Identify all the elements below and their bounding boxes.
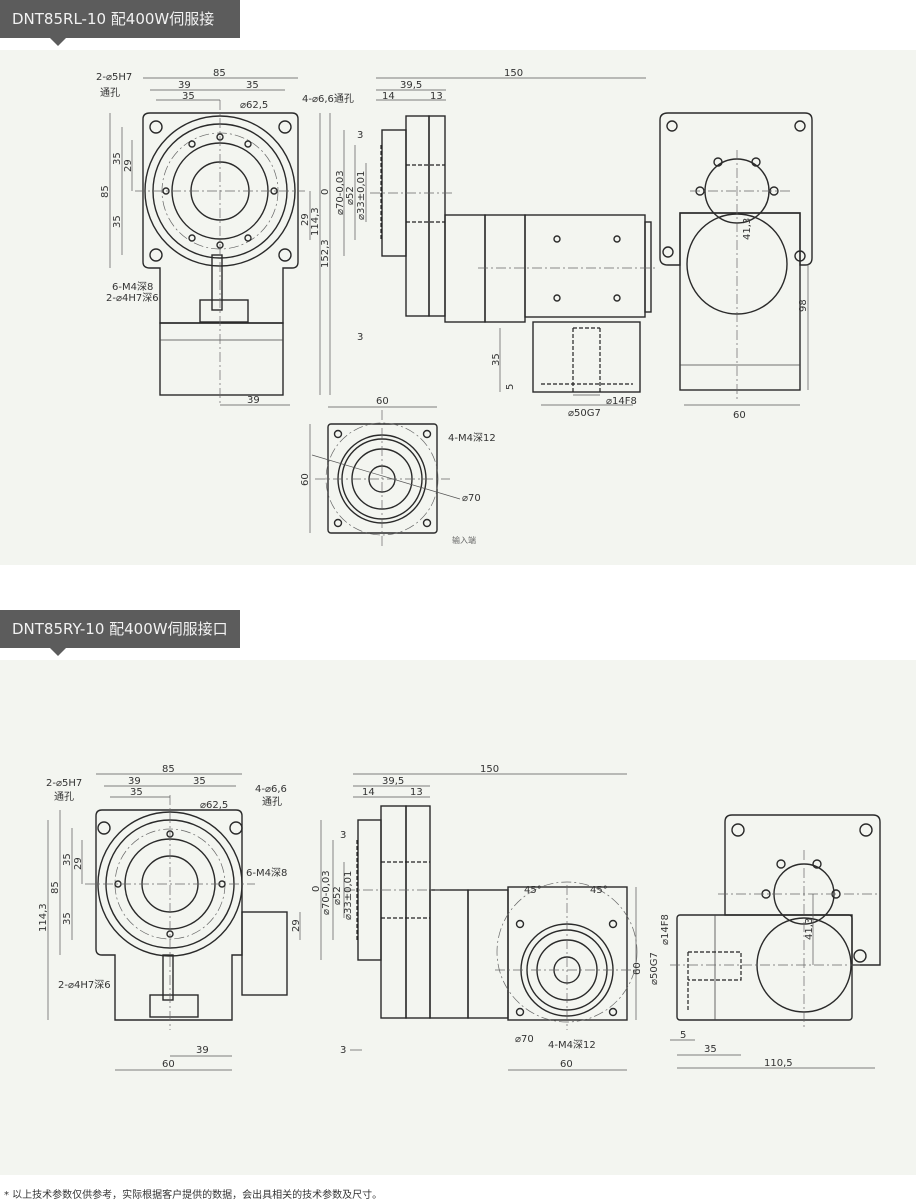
dimension-label: 45°: [590, 885, 608, 896]
s1-side-view: [343, 77, 655, 406]
s1-dimension-labels-side: 150 39,5 14 13 3 ⌀70-0,03 ⌀52 ⌀33±0,01 3…: [335, 68, 637, 419]
dimension-label: ⌀62,5: [200, 800, 228, 811]
dimension-label: 3: [340, 830, 346, 841]
dimension-label: 0: [311, 886, 322, 892]
dimension-label: 60: [162, 1059, 175, 1070]
dimension-label: 35: [491, 353, 502, 366]
dimension-label: 3: [357, 130, 363, 141]
dimension-label: 14: [362, 787, 375, 798]
dimension-label: ⌀70-0,03: [321, 870, 332, 915]
dimension-label: 通孔: [262, 796, 282, 808]
dimension-label: 35: [62, 912, 73, 925]
dimension-label: ⌀50G7: [649, 952, 660, 985]
dimension-label: 35: [182, 91, 195, 102]
s1-dimension-labels-flange: 60 60 4-M4深12 ⌀70 输入端: [300, 396, 496, 545]
section-2-title: DNT85RY-10 配400W伺服接口: [0, 610, 240, 656]
dimension-label: 60: [300, 473, 311, 486]
s1-dimension-labels-front: 2-⌀5H7 通孔 85 39 35 35 ⌀62,5 4-⌀6,6通孔 35 …: [96, 68, 354, 406]
dimension-label: 39: [247, 395, 260, 406]
dimension-label: 通孔: [54, 791, 74, 803]
dimension-label: 35: [193, 776, 206, 787]
dimension-label: ⌀33±0,01: [356, 171, 367, 220]
dimension-label: 0: [320, 189, 331, 195]
dimension-label: 39: [128, 776, 141, 787]
dimension-label: 35: [62, 853, 73, 866]
dimension-label: 35: [130, 787, 143, 798]
dimension-label: 2-⌀4H7深6: [106, 292, 159, 304]
s2-dimension-labels-side: 150 39,5 14 13 3 0 ⌀70-0,03 ⌀52 ⌀33±0,01…: [311, 764, 671, 1070]
dimension-label: 6-M4深8: [112, 281, 153, 293]
dimension-label: 39: [178, 80, 191, 91]
dimension-label: ⌀62,5: [240, 100, 268, 111]
dimension-label: 85: [100, 185, 111, 198]
dimension-label: 2-⌀4H7深6: [58, 979, 111, 991]
s2-right-view: [670, 814, 881, 1069]
dimension-label: 输入端: [452, 535, 476, 545]
dimension-label: 150: [480, 764, 499, 775]
footnote: * 以上技术参数仅供参考，实际根据客户提供的数据，会出具相关的技术参数及尺寸。: [4, 1190, 383, 1201]
dimension-label: 4-⌀6,6通孔: [302, 93, 354, 105]
dimension-label: 39: [196, 1045, 209, 1056]
dimension-label: 39,5: [382, 776, 404, 787]
dimension-label: 114,3: [38, 903, 49, 932]
dimension-label: 85: [162, 764, 175, 775]
dimension-label: 110,5: [764, 1058, 793, 1069]
dimension-label: 41,3: [742, 218, 753, 240]
dimension-label: 60: [632, 962, 643, 975]
dimension-label: ⌀70: [515, 1034, 534, 1045]
dimension-label: 29: [123, 159, 134, 172]
dimension-label: 85: [50, 881, 61, 894]
dimension-label: 3: [357, 332, 363, 343]
dimension-label: 60: [560, 1059, 573, 1070]
dimension-label: 45°: [524, 885, 542, 896]
section-2-drawing-panel: [0, 660, 916, 1175]
s1-front-view: [109, 77, 331, 406]
dimension-label: ⌀52: [345, 186, 356, 205]
dimension-label: 60: [376, 396, 389, 407]
dimension-label: ⌀14F8: [606, 396, 637, 407]
dimension-label: 14: [382, 91, 395, 102]
dimension-label: 60: [733, 410, 746, 421]
dimension-label: 35: [704, 1044, 717, 1055]
dimension-label: 98: [798, 299, 809, 312]
dimension-label: 35: [112, 152, 123, 165]
dimension-label: ⌀33±0,01: [343, 871, 354, 920]
dimension-label: ⌀52: [332, 886, 343, 905]
dimension-label: 通孔: [100, 87, 120, 99]
dimension-label: ⌀50G7: [568, 408, 601, 419]
dimension-label: 2-⌀5H7: [46, 778, 82, 789]
dimension-label: 152,3: [320, 239, 331, 268]
dimension-label: ⌀70-0,03: [335, 170, 346, 215]
dimension-label: 3: [340, 1045, 346, 1056]
dimension-label: 13: [410, 787, 423, 798]
dimension-label: 85: [213, 68, 226, 79]
dimension-label: 4-M4深12: [448, 432, 496, 444]
s2-dimension-labels-right: 41,3 5 35 110,5: [680, 918, 815, 1069]
dimension-label: 29: [73, 857, 84, 870]
section-1-drawing-panel: [0, 50, 916, 565]
dimension-label: 39,5: [400, 80, 422, 91]
dimension-label: 6-M4深8: [246, 867, 287, 879]
dimension-label: ⌀14F8: [660, 914, 671, 945]
s1-dimension-labels-right: 41,3 98 60: [733, 218, 809, 421]
s1-input-flange-view: [309, 406, 461, 548]
s2-side-view: [320, 773, 640, 1071]
dimension-label: 114,3: [310, 207, 321, 236]
s1-right-view: [659, 112, 813, 406]
dimension-label: 150: [504, 68, 523, 79]
dimension-label: 29: [300, 213, 311, 226]
dimension-label: 35: [112, 215, 123, 228]
s2-dimension-labels-front: 2-⌀5H7 通孔 85 39 35 35 4-⌀6,6 通孔 ⌀62,5 6-…: [38, 764, 302, 1070]
dimension-label: 4-M4深12: [548, 1039, 596, 1051]
dimension-label: 35: [246, 80, 259, 91]
dimension-label: 5: [505, 384, 516, 390]
dimension-label: 2-⌀5H7: [96, 72, 132, 83]
dimension-label: 29: [291, 919, 302, 932]
dimension-label: 5: [680, 1030, 686, 1041]
s2-front-view: [47, 773, 301, 1071]
dimension-label: 13: [430, 91, 443, 102]
dimension-label: 41,3: [804, 918, 815, 940]
dimension-label: ⌀70: [462, 493, 481, 504]
dimension-label: 4-⌀6,6: [255, 784, 287, 795]
